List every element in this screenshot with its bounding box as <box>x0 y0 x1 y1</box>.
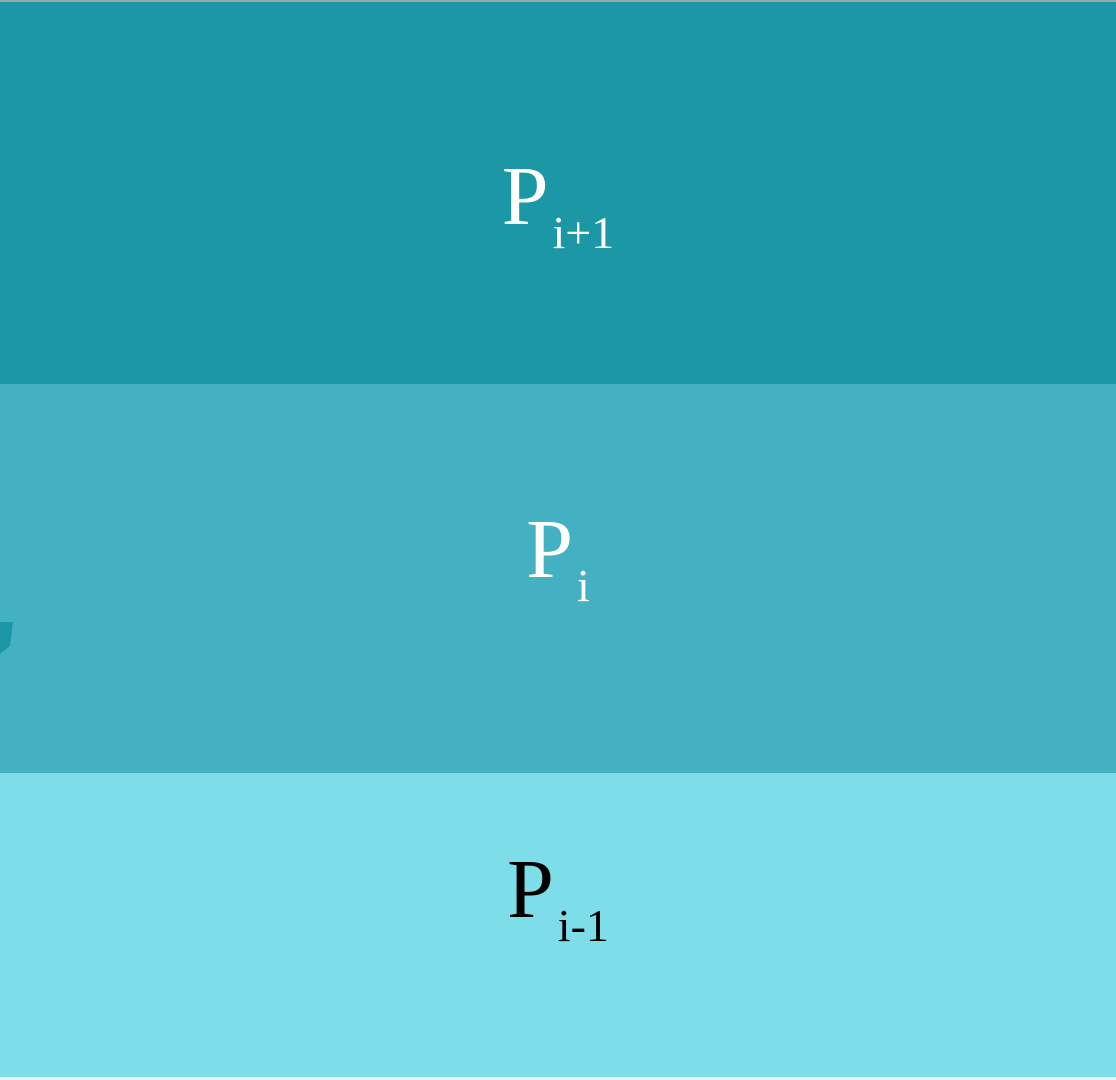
label-middle-subscript: i <box>576 560 590 611</box>
label-lower: Pi-1 <box>0 848 1116 949</box>
label-middle-symbol: P <box>526 503 573 596</box>
label-lower-subscript: i-1 <box>557 900 609 951</box>
label-upper: Pi+1 <box>0 155 1116 256</box>
label-upper-symbol: P <box>501 150 549 243</box>
label-middle: Pi <box>0 508 1116 609</box>
edge-fragment-shape <box>0 622 13 654</box>
band-lower <box>0 773 1116 1077</box>
band-middle <box>0 384 1116 773</box>
bottom-border-line <box>0 1077 1116 1080</box>
band-upper <box>0 2 1116 384</box>
edge-fragment-polygon <box>0 622 13 654</box>
top-border-line <box>0 0 1116 2</box>
label-lower-symbol: P <box>507 843 554 936</box>
label-upper-subscript: i+1 <box>552 207 615 258</box>
